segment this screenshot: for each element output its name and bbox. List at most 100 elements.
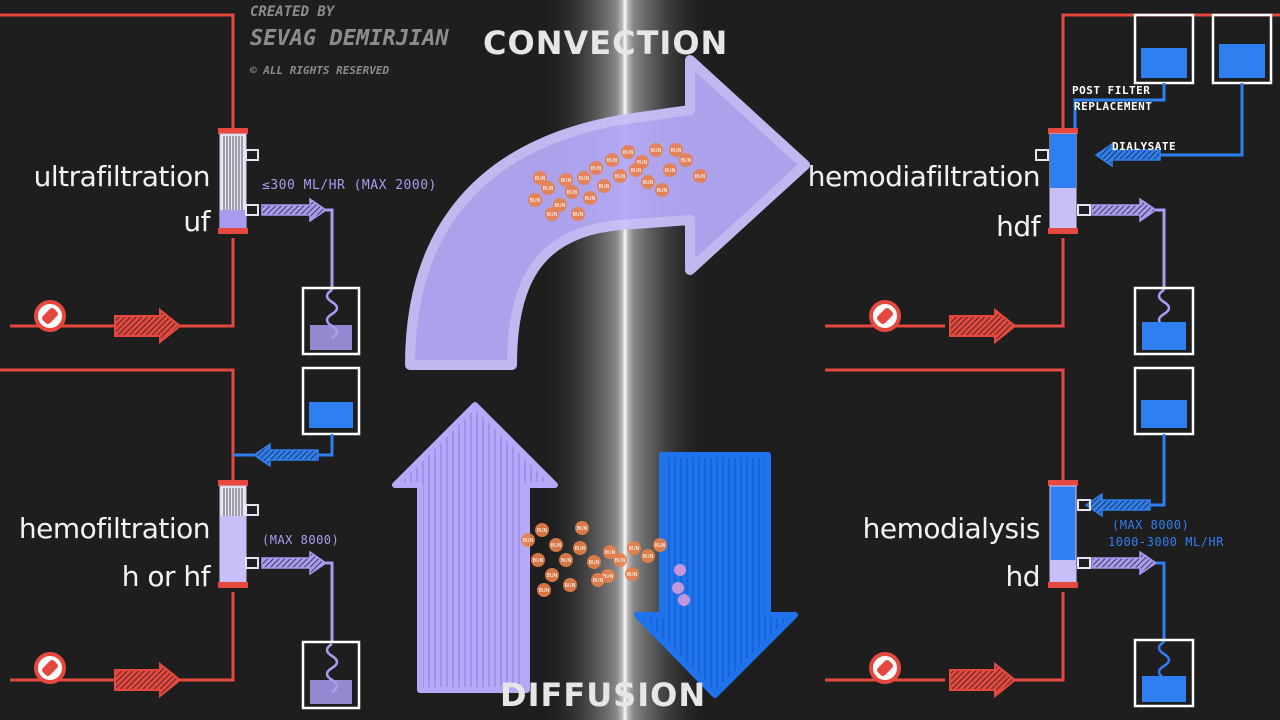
svg-text:BUN: BUN — [607, 158, 618, 164]
svg-text:BUN: BUN — [599, 184, 610, 190]
hd-rate-label: 1000-3000 ML/HR — [1108, 535, 1224, 549]
panel-ultrafiltration — [0, 13, 361, 356]
bun-molecule: BUN — [531, 553, 545, 567]
bun-molecule: BUN — [573, 541, 587, 555]
bun-molecule: BUN — [655, 183, 669, 197]
bun-molecule: BUN — [541, 181, 555, 195]
bun-molecule — [674, 564, 686, 576]
bun-molecule: BUN — [565, 185, 579, 199]
svg-text:BUN: BUN — [623, 150, 634, 156]
svg-text:BUN: BUN — [543, 186, 554, 192]
bun-molecule: BUN — [553, 198, 567, 212]
svg-text:BUN: BUN — [539, 588, 550, 594]
hf-rate-label: (MAX 8000) — [262, 533, 340, 547]
bun-molecule: BUN — [559, 173, 573, 187]
svg-text:BUN: BUN — [579, 176, 590, 182]
convection-arrow — [405, 55, 810, 370]
hf-blood-flow-arrow — [114, 661, 182, 699]
hf-name-label: hemofiltration — [18, 512, 211, 545]
svg-text:BUN: BUN — [547, 212, 558, 218]
svg-text:BUN: BUN — [530, 198, 541, 204]
bun-molecule: BUN — [597, 179, 611, 193]
svg-text:BUN: BUN — [631, 168, 642, 174]
uf-name-label: ultrafiltration — [33, 160, 211, 193]
svg-text:BUN: BUN — [615, 174, 626, 180]
bun-molecule: BUN — [591, 573, 605, 587]
hdf-abbr-label: hdf — [996, 210, 1040, 243]
bun-molecule: BUN — [613, 553, 627, 567]
bun-molecule: BUN — [535, 523, 549, 537]
svg-text:BUN: BUN — [643, 180, 654, 186]
bun-molecule: BUN — [559, 553, 573, 567]
convection-molecules: BUNBUNBUNBUNBUNBUNBUNBUNBUNBUNBUNBUNBUNB… — [528, 143, 707, 221]
svg-text:BUN: BUN — [627, 572, 638, 578]
bun-molecule — [678, 594, 690, 606]
panel-hemodialysis — [825, 366, 1195, 708]
uf-filter-top-cap — [218, 128, 248, 134]
hf-abbr-label: h or hf — [121, 560, 211, 593]
svg-text:BUN: BUN — [681, 158, 692, 164]
bun-molecule: BUN — [625, 567, 639, 581]
svg-text:BUN: BUN — [591, 166, 602, 172]
hf-effluent-bag-icon — [301, 640, 361, 710]
svg-text:BUN: BUN — [589, 560, 600, 566]
hd-name-label: hemodialysis — [862, 512, 1041, 545]
hdf-blood-flow-arrow — [949, 307, 1017, 345]
hd-blood-flow-arrow — [949, 661, 1017, 699]
bun-molecule: BUN — [563, 578, 577, 592]
bun-molecule: BUN — [583, 191, 597, 205]
bun-molecule: BUN — [693, 169, 707, 183]
credit-author: SEVAG DEMIRJIAN — [250, 26, 449, 51]
bun-molecule: BUN — [603, 545, 617, 559]
svg-text:BUN: BUN — [657, 188, 668, 194]
diffusion-down-arrow — [634, 452, 798, 698]
hdf-post-filter-label: POST FILTER — [1072, 84, 1151, 97]
bun-molecule: BUN — [549, 538, 563, 552]
panel-hemofiltration — [0, 366, 361, 710]
svg-text:BUN: BUN — [565, 583, 576, 589]
svg-text:BUN: BUN — [593, 578, 604, 584]
uf-rate-label: ≤300 ML/HR (MAX 2000) — [262, 178, 437, 193]
bun-molecule: BUN — [613, 169, 627, 183]
svg-text:BUN: BUN — [567, 190, 578, 196]
uf-blood-out-line — [175, 238, 235, 328]
hdf-name-label: hemodiafiltration — [807, 160, 1041, 193]
svg-text:BUN: BUN — [603, 574, 614, 580]
svg-text:BUN: BUN — [551, 543, 562, 549]
hf-effluent-arrow — [261, 550, 328, 576]
uf-abbr-label: uf — [183, 205, 210, 238]
credit-created-by: CREATED BY — [250, 4, 335, 20]
svg-text:BUN: BUN — [533, 558, 544, 564]
svg-text:BUN: BUN — [561, 178, 572, 184]
bun-molecule: BUN — [629, 163, 643, 177]
title-diffusion: DIFFUSION — [500, 676, 707, 714]
bun-molecule: BUN — [641, 549, 655, 563]
bun-molecule: BUN — [605, 153, 619, 167]
panel-hemodiafiltration — [825, 13, 1280, 356]
svg-text:BUN: BUN — [605, 550, 616, 556]
bun-molecule: BUN — [669, 143, 683, 157]
hd-effluent-bag-icon — [1133, 638, 1195, 708]
svg-text:BUN: BUN — [575, 546, 586, 552]
svg-text:BUN: BUN — [665, 168, 676, 174]
bun-molecule: BUN — [641, 175, 655, 189]
hdf-replacement-label: REPLACEMENT — [1074, 100, 1153, 113]
bun-molecule: BUN — [587, 555, 601, 569]
svg-text:BUN: BUN — [535, 176, 546, 182]
svg-text:BUN: BUN — [547, 573, 558, 579]
svg-text:BUN: BUN — [573, 212, 584, 218]
bun-molecule: BUN — [577, 171, 591, 185]
bun-molecule: BUN — [545, 568, 559, 582]
bun-molecule: BUN — [521, 533, 535, 547]
svg-text:BUN: BUN — [629, 546, 640, 552]
hdf-dialysate-label: DIALYSATE — [1112, 140, 1177, 153]
svg-text:BUN: BUN — [643, 554, 654, 560]
svg-text:BUN: BUN — [651, 148, 662, 154]
hdf-effluent-bag-icon — [1133, 286, 1195, 356]
svg-text:BUN: BUN — [671, 148, 682, 154]
title-convection: CONVECTION — [483, 24, 729, 62]
diffusion-molecules: BUNBUNBUNBUNBUNBUNBUNBUNBUNBUNBUNBUNBUNB… — [521, 521, 690, 606]
svg-text:BUN: BUN — [615, 558, 626, 564]
